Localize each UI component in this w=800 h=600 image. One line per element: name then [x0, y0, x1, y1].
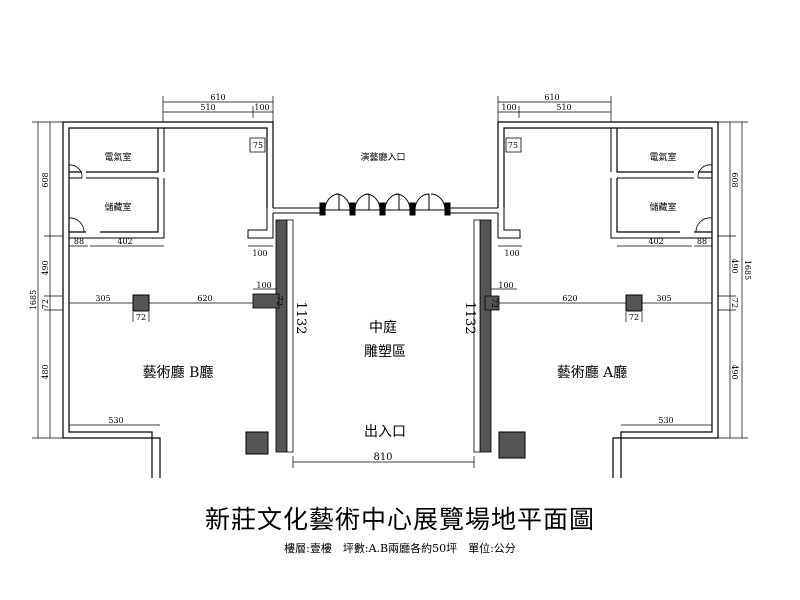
label-electrical-room-left: 電氣室 [104, 151, 131, 163]
dim-right-1685: 1685 [743, 260, 752, 280]
dim-right-490-upper: 490 [730, 258, 739, 273]
dim-right-1132: 1132 [462, 301, 477, 334]
dim-810: 810 [373, 452, 392, 463]
dim-left-510: 510 [200, 103, 215, 112]
label-sculpture-area: 雕塑區 [364, 344, 406, 360]
dim-right-72: 72 [730, 298, 739, 308]
dim-left-100-top: 100 [254, 103, 269, 112]
dim-right-75: 75 [508, 141, 518, 150]
performance-hall-doors [319, 193, 451, 216]
dim-left-72: 72 [41, 299, 50, 309]
dimension-text: 610 510 100 75 88 402 100 305 620 100 72… [29, 93, 752, 463]
left-partition [132, 219, 294, 455]
dim-right-530: 530 [658, 416, 673, 425]
dim-left-72-partition: 72 [275, 296, 284, 306]
dim-left-88: 88 [74, 237, 84, 246]
dim-left-620: 620 [197, 294, 212, 303]
dim-left-75: 75 [253, 141, 263, 150]
dim-left-608: 608 [41, 172, 50, 187]
label-storage-room-right: 儲藏室 [649, 201, 676, 213]
dim-left-1685: 1685 [29, 290, 38, 310]
dim-right-100-corridor: 100 [504, 249, 519, 258]
dim-right-402: 402 [648, 237, 663, 246]
door-swings-right [695, 164, 713, 233]
dim-left-1132: 1132 [293, 301, 308, 334]
label-hall-a: 藝術廳 A廳 [557, 364, 628, 381]
page-subtitle: 樓層:壹樓 坪數:A.B兩廳各約50坪 單位:公分 [284, 542, 516, 555]
dim-left-305: 305 [95, 294, 110, 303]
dimension-lines [32, 96, 748, 468]
dim-left-480: 480 [41, 364, 50, 379]
label-entrance-exit: 出入口 [364, 424, 406, 440]
label-courtyard: 中庭 [369, 319, 397, 336]
dim-left-100-corridor: 100 [252, 249, 267, 258]
dim-right-608: 608 [730, 172, 739, 187]
hall-a-walls [450, 121, 719, 478]
page-title: 新莊文化藝術中心展覽場地平面圖 [204, 505, 595, 534]
dim-right-510: 510 [556, 103, 571, 112]
room-labels: 電氣室 儲藏室 電氣室 儲藏室 演藝廳入口 中庭 雕塑區 出入口 藝術廳 B廳 … [104, 151, 676, 440]
label-electrical-room-right: 電氣室 [649, 151, 676, 163]
dim-right-72-col: 72 [629, 313, 639, 322]
dim-left-100-col: 100 [256, 281, 271, 290]
dim-right-72-partition: 72 [490, 298, 499, 308]
label-hall-b: 藝術廳 B廳 [143, 364, 214, 381]
dim-left-72-col: 72 [136, 313, 146, 322]
dim-right-100-col: 100 [498, 281, 513, 290]
dim-left-610: 610 [210, 93, 225, 102]
dim-left-402: 402 [117, 237, 132, 246]
door-swings-left [68, 164, 85, 233]
label-performance-hall-entrance: 演藝廳入口 [360, 151, 405, 163]
dim-right-88: 88 [697, 237, 707, 246]
dim-right-305: 305 [656, 294, 671, 303]
right-partition [473, 219, 643, 459]
dim-left-490: 490 [41, 260, 50, 275]
dim-right-100-top: 100 [501, 103, 516, 112]
label-storage-room-left: 儲藏室 [104, 201, 131, 213]
dim-left-530: 530 [108, 416, 123, 425]
dim-right-490-lower: 490 [730, 364, 739, 379]
dim-right-610: 610 [544, 93, 559, 102]
dim-right-620: 620 [562, 294, 577, 303]
hall-b-walls [62, 121, 320, 478]
